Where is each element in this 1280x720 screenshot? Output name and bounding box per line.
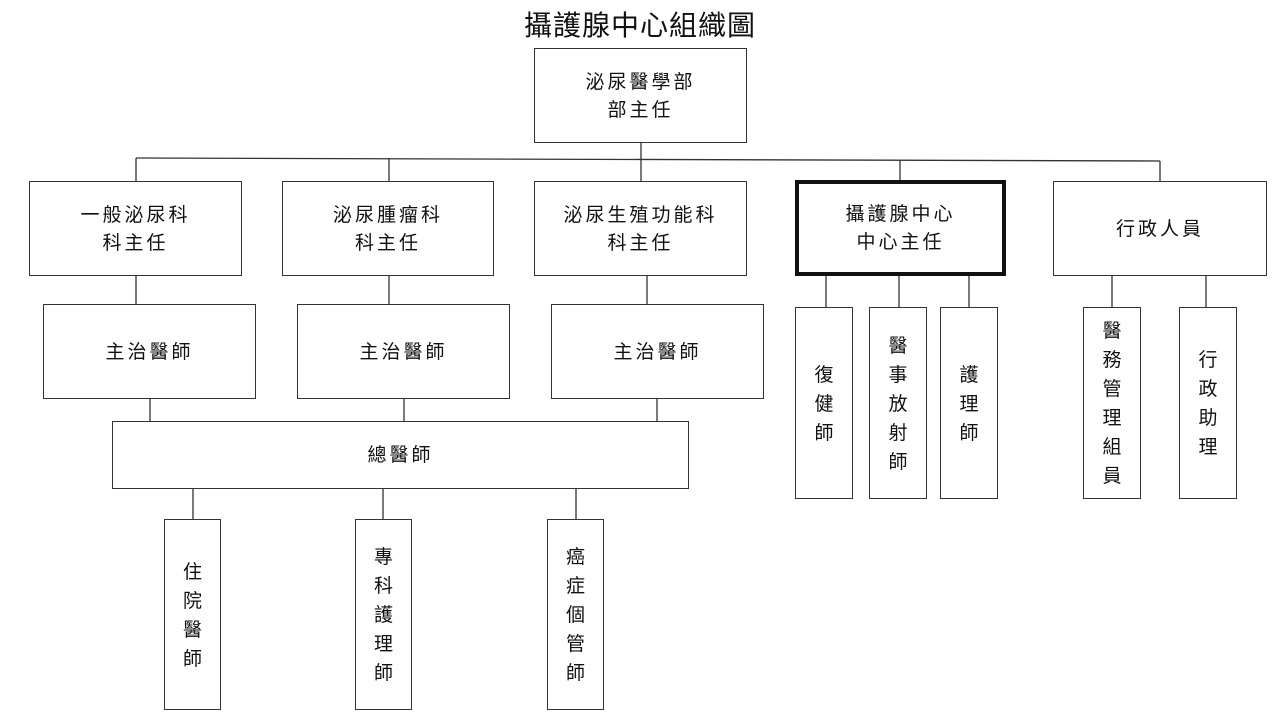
node-label: 醫務管理組員 [1102,320,1122,487]
node-label: 泌尿醫學部 部主任 [585,70,696,121]
node-label: 主治醫師 [359,340,448,363]
node-label: 癌症個管師 [565,546,585,684]
node-nurse-practitioner: 專科護理師 [355,519,412,710]
node-label: 泌尿腫瘤科 科主任 [332,203,443,254]
node-label: 總醫師 [367,444,434,466]
node-label: 醫事放射師 [888,334,908,473]
node-label: 一般泌尿科 科主任 [80,203,191,254]
node-label: 復健師 [814,363,834,444]
node-nurse: 護理師 [940,307,998,499]
node-attending-1: 主治醫師 [43,304,256,399]
node-chief-resident: 總醫師 [112,421,689,489]
node-attending-2: 主治醫師 [297,304,510,399]
page-title: 攝護腺中心組織圖 [523,9,756,42]
node-label: 行政人員 [1115,217,1204,240]
node-admin-staff: 行政人員 [1053,181,1267,276]
node-label: 主治醫師 [105,340,194,363]
node-resident: 住院醫師 [164,519,221,710]
node-prostate-center: 攝護腺中心 中心主任 [795,180,1006,276]
node-department-head: 泌尿醫學部 部主任 [534,48,747,143]
node-cancer-case-manager: 癌症個管師 [547,519,604,710]
node-label: 行政助理 [1198,349,1218,458]
connector-line [135,157,1161,162]
node-label: 主治醫師 [613,340,702,363]
node-attending-3: 主治醫師 [551,304,764,399]
node-radiology-technologist: 醫事放射師 [869,307,927,499]
node-label: 護理師 [959,363,979,444]
node-label: 專科護理師 [373,546,393,684]
node-admin-assistant: 行政助理 [1179,307,1237,499]
node-label: 攝護腺中心 中心主任 [845,203,956,253]
node-reproductive-urology: 泌尿生殖功能科 科主任 [534,181,747,276]
node-medical-affairs-staff: 醫務管理組員 [1083,307,1141,499]
node-rehabilitation-therapist: 復健師 [795,307,853,499]
node-label: 泌尿生殖功能科 科主任 [563,203,718,254]
node-general-urology: 一般泌尿科 科主任 [29,181,242,276]
node-urologic-oncology: 泌尿腫瘤科 科主任 [282,181,494,276]
node-label: 住院醫師 [182,560,202,670]
